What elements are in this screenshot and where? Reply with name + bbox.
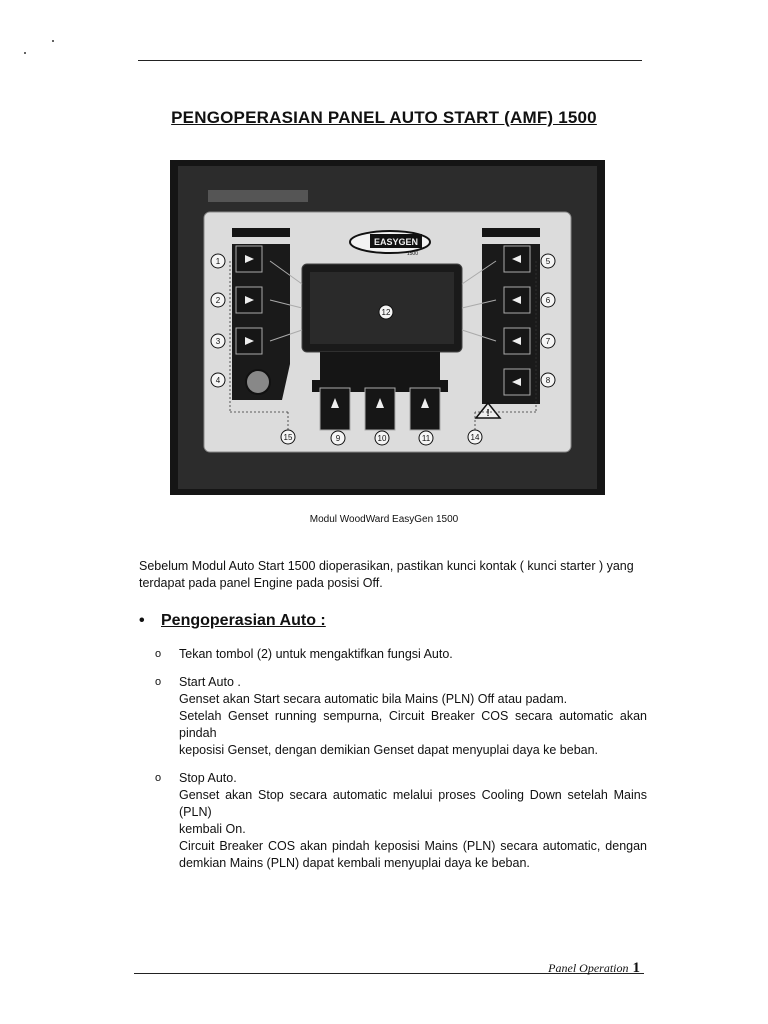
callout-9: 9 — [336, 434, 341, 443]
circle-bullet-icon: o — [155, 772, 162, 784]
list-item: o Tekan tombol (2) untuk mengaktifkan fu… — [155, 646, 647, 663]
callout-14: 14 — [471, 433, 480, 442]
left-button-column — [232, 244, 303, 400]
easygen-panel-photo: EASYGEN 1500 — [170, 160, 605, 495]
scan-speck — [52, 40, 54, 42]
item-line: Setelah Genset running sempurna, Circuit… — [179, 709, 647, 740]
item-line: Genset akan Start secara automatic bila … — [179, 692, 568, 706]
circle-bullet-icon: o — [155, 676, 162, 688]
callout-11: 11 — [422, 434, 431, 443]
item-line: keposisi Genset, dengan demikian Genset … — [179, 743, 599, 757]
page-title: PENGOPERASIAN PANEL AUTO START (AMF) 150… — [171, 108, 597, 127]
callout-7: 7 — [546, 337, 551, 346]
circle-bullet-icon: o — [155, 648, 162, 660]
right-button-column: ! — [461, 244, 540, 419]
item-subheading: Start Auto . — [179, 675, 241, 689]
section-heading: • Pengoperasian Auto : — [139, 612, 326, 630]
procedure-list: o Tekan tombol (2) untuk mengaktifkan fu… — [155, 646, 647, 883]
callout-8: 8 — [546, 376, 551, 385]
callout-3: 3 — [216, 337, 221, 346]
callout-5: 5 — [546, 257, 551, 266]
callout-15: 15 — [284, 433, 293, 442]
footer-label: Panel Operation — [548, 961, 629, 975]
callout-2: 2 — [216, 296, 221, 305]
item-line: demkian Mains (PLN) dapat kembali menyup… — [179, 856, 530, 870]
item-line: kembali On. — [179, 822, 246, 836]
logo-brand-text: EASYGEN — [374, 237, 418, 247]
list-item: o Stop Auto. Genset akan Stop secara aut… — [155, 770, 647, 872]
figure-caption: Modul WoodWard EasyGen 1500 — [309, 514, 459, 525]
callout-12: 12 — [382, 308, 391, 317]
item-subheading: Stop Auto. — [179, 771, 237, 785]
bottom-button-row — [312, 352, 448, 431]
top-rule — [138, 60, 642, 61]
logo-sub-text: 1500 — [407, 251, 418, 257]
easygen-logo: EASYGEN 1500 — [349, 230, 431, 257]
page-number: 1 — [632, 960, 641, 976]
section-heading-text: Pengoperasian Auto : — [161, 612, 326, 629]
callout-markers: 1 2 3 4 5 6 7 8 9 10 11 12 14 15 — [210, 253, 556, 446]
item-line: Tekan tombol (2) untuk mengaktifkan fung… — [179, 647, 453, 661]
item-line: Genset akan Stop secara automatic melalu… — [179, 788, 647, 819]
list-item: o Start Auto . Genset akan Start secara … — [155, 674, 647, 759]
bottom-rule — [134, 973, 644, 974]
callout-4: 4 — [216, 376, 221, 385]
bullet-icon: • — [139, 612, 145, 629]
callout-6: 6 — [546, 296, 551, 305]
callout-10: 10 — [378, 434, 387, 443]
intro-paragraph: Sebelum Modul Auto Start 1500 dioperasik… — [139, 559, 634, 590]
item-line: Circuit Breaker COS akan pindah keposisi… — [179, 839, 647, 853]
callout-1: 1 — [216, 257, 221, 266]
scan-speck — [24, 52, 26, 54]
svg-text:!: ! — [486, 408, 489, 419]
